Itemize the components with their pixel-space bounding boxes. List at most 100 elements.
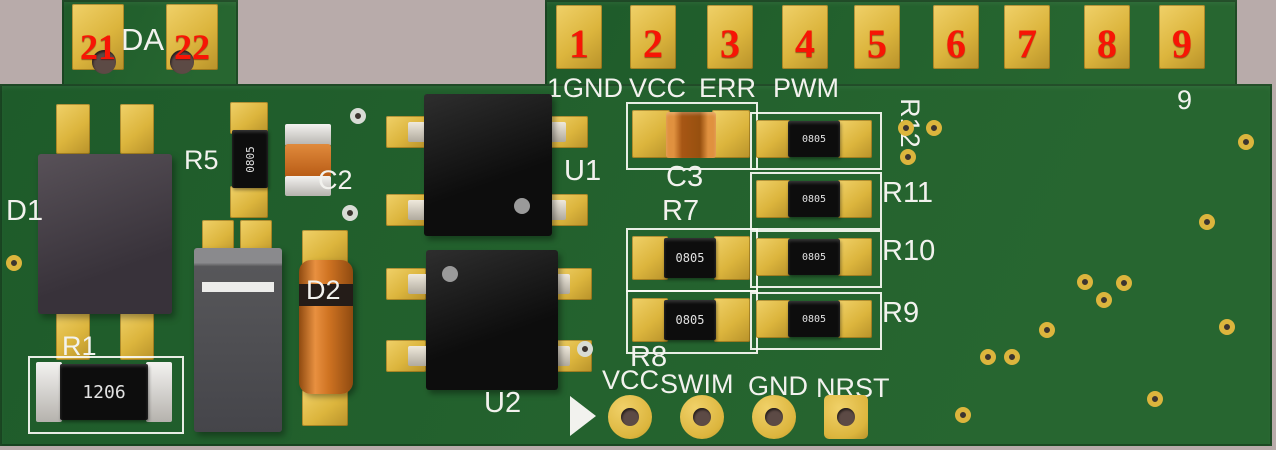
silk-label-vcc: VCC xyxy=(629,73,687,103)
silk-outline-r11 xyxy=(750,172,882,230)
u1-pin1-dot xyxy=(514,198,530,214)
via xyxy=(1199,214,1215,230)
pin-number-4: 4 xyxy=(795,21,815,66)
via xyxy=(926,120,942,136)
d2-cathode-band xyxy=(299,284,353,306)
refdes-r1: R1 xyxy=(62,331,97,361)
smd-pad-9 xyxy=(1159,5,1205,69)
pin-number-21: 21 xyxy=(80,27,116,67)
refdes-d2: D2 xyxy=(306,275,341,305)
silk-label-da: DA xyxy=(121,22,165,57)
smd-pad-7 xyxy=(1004,5,1050,69)
silk-label-gnd: GND xyxy=(563,73,623,103)
silk-outline-r10 xyxy=(750,230,882,288)
smd-pad-4 xyxy=(782,5,828,69)
via xyxy=(1004,349,1020,365)
via xyxy=(980,349,996,365)
smd-pad xyxy=(632,236,668,280)
pin-number-9: 9 xyxy=(1172,21,1192,66)
silk-corner-mark: 9 xyxy=(1177,85,1193,115)
via xyxy=(1077,274,1093,290)
pin-number-22: 22 xyxy=(174,27,210,67)
via xyxy=(6,255,22,271)
silk-outline-r1 xyxy=(28,356,184,434)
u2-pin1-dot xyxy=(442,266,458,282)
smd-pad xyxy=(756,300,790,338)
component-r7-body: 0805 xyxy=(664,238,716,278)
refdes-d1: D1 xyxy=(6,195,44,227)
silk-label-pwm: PWM xyxy=(773,73,839,103)
refdes-r8: R8 xyxy=(630,341,668,373)
refdes-r9: R9 xyxy=(882,297,920,329)
via xyxy=(1116,275,1132,291)
drill-hole xyxy=(837,408,855,426)
pin-number-5: 5 xyxy=(867,21,887,66)
drill-hole xyxy=(170,50,194,74)
via xyxy=(1238,134,1254,150)
smd-pad xyxy=(120,310,154,360)
resistor-endcap xyxy=(36,362,62,422)
smd-pad-5 xyxy=(854,5,900,69)
component-capacitor-body xyxy=(194,248,282,432)
via xyxy=(1096,292,1112,308)
resistor-endcap xyxy=(146,362,172,422)
pin-number-1: 1 xyxy=(569,21,589,66)
via xyxy=(577,341,593,357)
silk-outline-r12 xyxy=(750,112,882,170)
smd-pad-6 xyxy=(933,5,979,69)
smd-pad xyxy=(56,104,90,154)
component-c3-body xyxy=(666,112,716,158)
component-r5-body: 0805 xyxy=(232,130,268,188)
pin-number-2: 2 xyxy=(643,21,663,66)
smd-pad xyxy=(838,238,872,276)
smd-pad xyxy=(302,390,348,426)
smd-pad xyxy=(230,186,268,218)
smd-pad xyxy=(838,180,872,218)
component-r9-body: 0805 xyxy=(788,301,840,337)
capacitor-endcap xyxy=(285,124,331,146)
refdes-r5: R5 xyxy=(184,145,219,175)
via xyxy=(350,108,366,124)
pin-number-3: 3 xyxy=(720,21,740,66)
refdes-u2: U2 xyxy=(484,387,522,419)
component-u1-body xyxy=(424,94,552,236)
silk-outline-r9 xyxy=(750,292,882,350)
smd-pad xyxy=(714,298,750,342)
via xyxy=(342,205,358,221)
pin-number-7: 7 xyxy=(1017,21,1037,66)
smd-pad xyxy=(632,110,670,158)
ic-pin xyxy=(408,346,430,366)
smd-pad xyxy=(230,102,268,134)
refdes-u1: U1 xyxy=(564,155,602,187)
smd-pad xyxy=(838,300,872,338)
smd-pad-3 xyxy=(707,5,753,69)
smd-pad xyxy=(714,236,750,280)
via xyxy=(955,407,971,423)
component-r12-body: 0805 xyxy=(788,121,840,157)
smd-pad xyxy=(756,180,790,218)
smd-pad xyxy=(56,310,90,360)
silk-label-header-swim: SWIM xyxy=(660,369,734,399)
via xyxy=(898,120,914,136)
smd-pad xyxy=(120,104,154,154)
component-d2-body xyxy=(299,260,353,394)
silk-label-err: ERR xyxy=(699,73,757,103)
via xyxy=(1147,391,1163,407)
refdes-r11: R11 xyxy=(882,177,934,209)
smd-pad-2 xyxy=(630,5,676,69)
pin-number-6: 6 xyxy=(946,21,966,66)
smd-pad-8 xyxy=(1084,5,1130,69)
drill-hole xyxy=(621,408,639,426)
refdes-c3: C3 xyxy=(666,161,704,193)
via xyxy=(1219,319,1235,335)
drill-hole xyxy=(92,50,116,74)
component-r11-body: 0805 xyxy=(788,181,840,217)
capacitor-stripe xyxy=(202,282,274,292)
r5-marking: 0805 xyxy=(243,145,257,173)
silk-label-header-vcc: VCC xyxy=(602,365,660,395)
smd-pad xyxy=(838,120,872,158)
component-r8-body: 0805 xyxy=(664,300,716,340)
pin1-arrow-icon xyxy=(570,396,596,436)
component-r10-body: 0805 xyxy=(788,239,840,275)
